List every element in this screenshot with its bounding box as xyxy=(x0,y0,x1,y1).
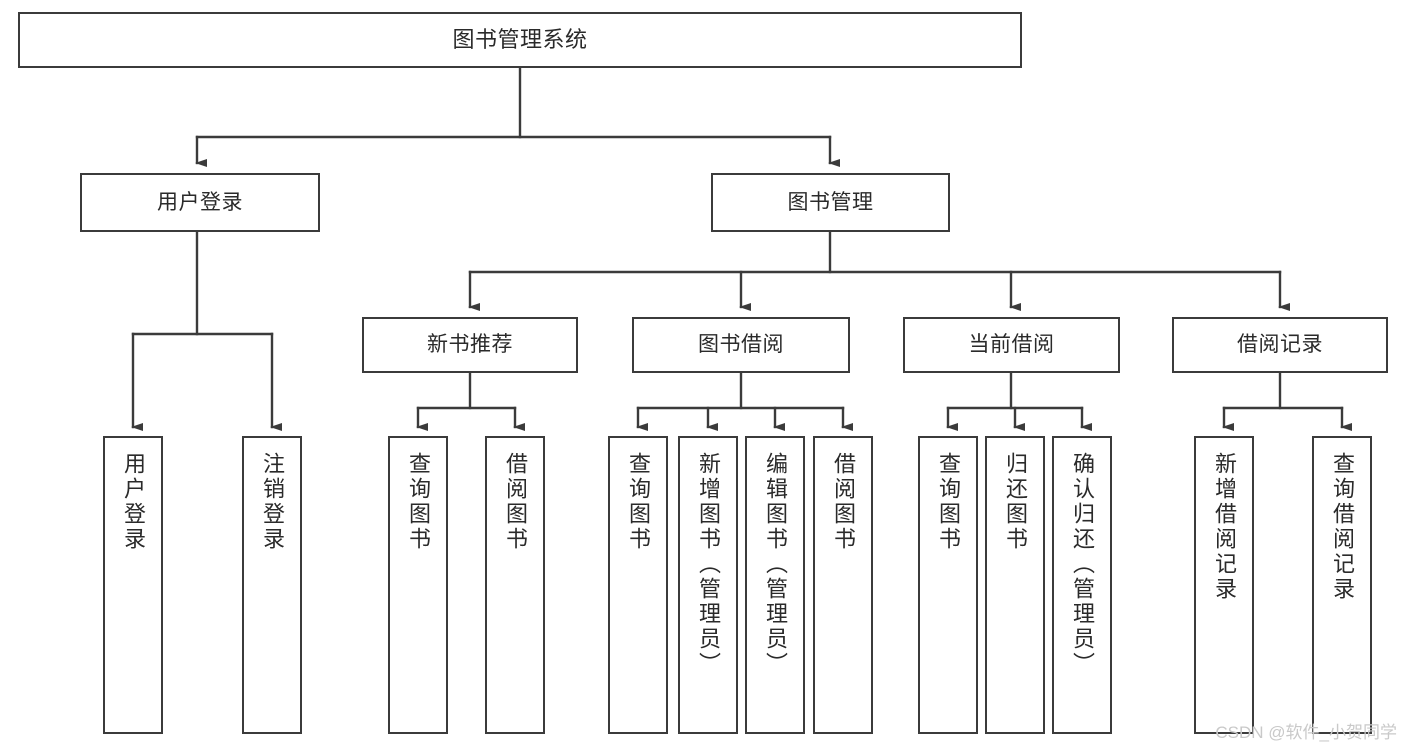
node-label: 编辑图书（管理员） xyxy=(763,452,788,677)
node-label: 当前借阅 xyxy=(968,333,1055,357)
leaf-borrow-book-new-rec[interactable]: 借阅图书 xyxy=(485,436,545,734)
leaf-confirm-return-admin[interactable]: 确认归还（管理员） xyxy=(1052,436,1112,734)
node-label: 归还图书 xyxy=(1003,452,1028,552)
node-book-manage[interactable]: 图书管理 xyxy=(711,173,950,232)
node-label: 用户登录 xyxy=(157,190,243,214)
node-label: 图书借阅 xyxy=(698,333,784,357)
node-label: 借阅图书 xyxy=(503,452,528,552)
node-label: 查询图书 xyxy=(936,452,961,552)
leaf-return-book[interactable]: 归还图书 xyxy=(985,436,1045,734)
node-label: 查询图书 xyxy=(626,452,651,552)
node-label: 新书推荐 xyxy=(427,333,513,357)
node-label: 用户登录 xyxy=(121,452,146,552)
node-label: 借阅图书 xyxy=(831,452,856,552)
watermark-text: CSDN @软件_小贺同学 xyxy=(1215,723,1397,742)
leaf-query-book-current[interactable]: 查询图书 xyxy=(918,436,978,734)
node-label: 查询图书 xyxy=(406,452,431,552)
node-book-borrow[interactable]: 图书借阅 xyxy=(632,317,850,373)
leaf-query-borrow-record[interactable]: 查询借阅记录 xyxy=(1312,436,1372,734)
node-label: 图书管理 xyxy=(787,190,874,214)
leaf-add-borrow-record[interactable]: 新增借阅记录 xyxy=(1194,436,1254,734)
node-label: 确认归还（管理员） xyxy=(1070,452,1095,677)
node-new-book-recommendation[interactable]: 新书推荐 xyxy=(362,317,578,373)
node-borrow-record[interactable]: 借阅记录 xyxy=(1172,317,1388,373)
node-label: 查询借阅记录 xyxy=(1330,452,1355,602)
leaf-user-logout[interactable]: 注销登录 xyxy=(242,436,302,734)
node-user-login[interactable]: 用户登录 xyxy=(80,173,320,232)
node-root-book-management-system[interactable]: 图书管理系统 xyxy=(18,12,1022,68)
leaf-user-login[interactable]: 用户登录 xyxy=(103,436,163,734)
node-label: 注销登录 xyxy=(260,452,285,552)
leaf-borrow-book[interactable]: 借阅图书 xyxy=(813,436,873,734)
node-label: 借阅记录 xyxy=(1237,333,1323,357)
node-label: 新增借阅记录 xyxy=(1212,452,1237,602)
leaf-edit-book-admin[interactable]: 编辑图书（管理员） xyxy=(745,436,805,734)
leaf-query-book-borrow[interactable]: 查询图书 xyxy=(608,436,668,734)
leaf-query-book-new-rec[interactable]: 查询图书 xyxy=(388,436,448,734)
leaf-add-book-admin[interactable]: 新增图书（管理员） xyxy=(678,436,738,734)
node-current-borrow[interactable]: 当前借阅 xyxy=(903,317,1120,373)
node-label: 新增图书（管理员） xyxy=(696,452,721,677)
node-label: 图书管理系统 xyxy=(452,26,588,52)
